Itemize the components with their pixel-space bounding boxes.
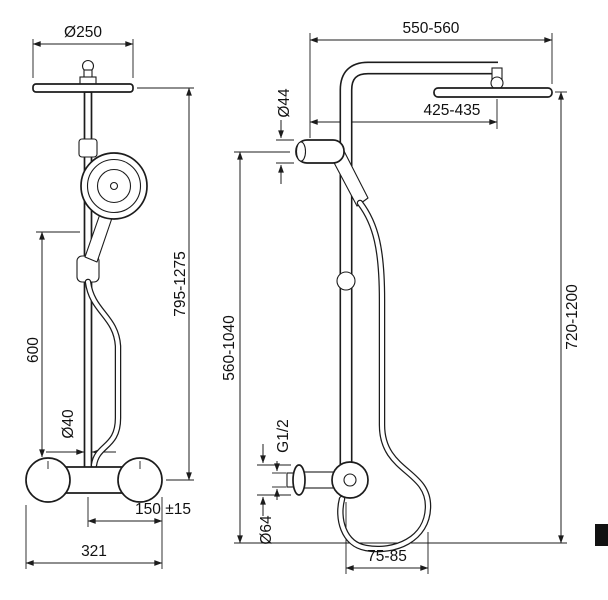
shower-hose [86,280,120,467]
label-rail-length: 600 [25,337,42,363]
label-wall-clearance: 75-85 [367,548,407,565]
rail-slider-side [336,271,356,291]
mixer-right-knob [117,457,163,503]
shower-hose-side [338,201,431,551]
label-valve-width: 321 [81,543,107,560]
dimension-labels: Ø250 795-1275 600 Ø40 150 ±15 321 550-56… [25,20,581,565]
label-escutcheon-diameter: Ø64 [258,515,275,545]
label-handset-diameter: Ø44 [276,88,293,118]
label-head-diameter: Ø250 [64,24,102,41]
label-arm-overall: 550-560 [403,20,460,37]
front-view [25,59,163,503]
rain-shower-head [32,83,134,93]
column-pipe-outline [339,61,498,478]
column-pipe [341,63,498,478]
scan-edge-mark [595,524,608,546]
label-height-adjustable: 795-1275 [172,251,189,317]
rail-bracket [78,138,98,158]
label-arm-to-head-center: 425-435 [424,102,481,119]
label-column-height: 560-1040 [221,315,238,381]
label-inlet-spacing: 150 ±15 [135,501,191,518]
wall-escutcheon [292,464,306,496]
hand-shower-face-edge [295,141,307,162]
label-overall-height: 720-1200 [564,284,581,350]
rain-shower-head-side [433,87,553,98]
label-rail-diameter: Ø40 [60,409,77,439]
mixer-left-knob [25,457,71,503]
label-connection-thread: G1/2 [275,419,292,453]
side-view [286,61,553,553]
dimension-lines [25,33,567,574]
